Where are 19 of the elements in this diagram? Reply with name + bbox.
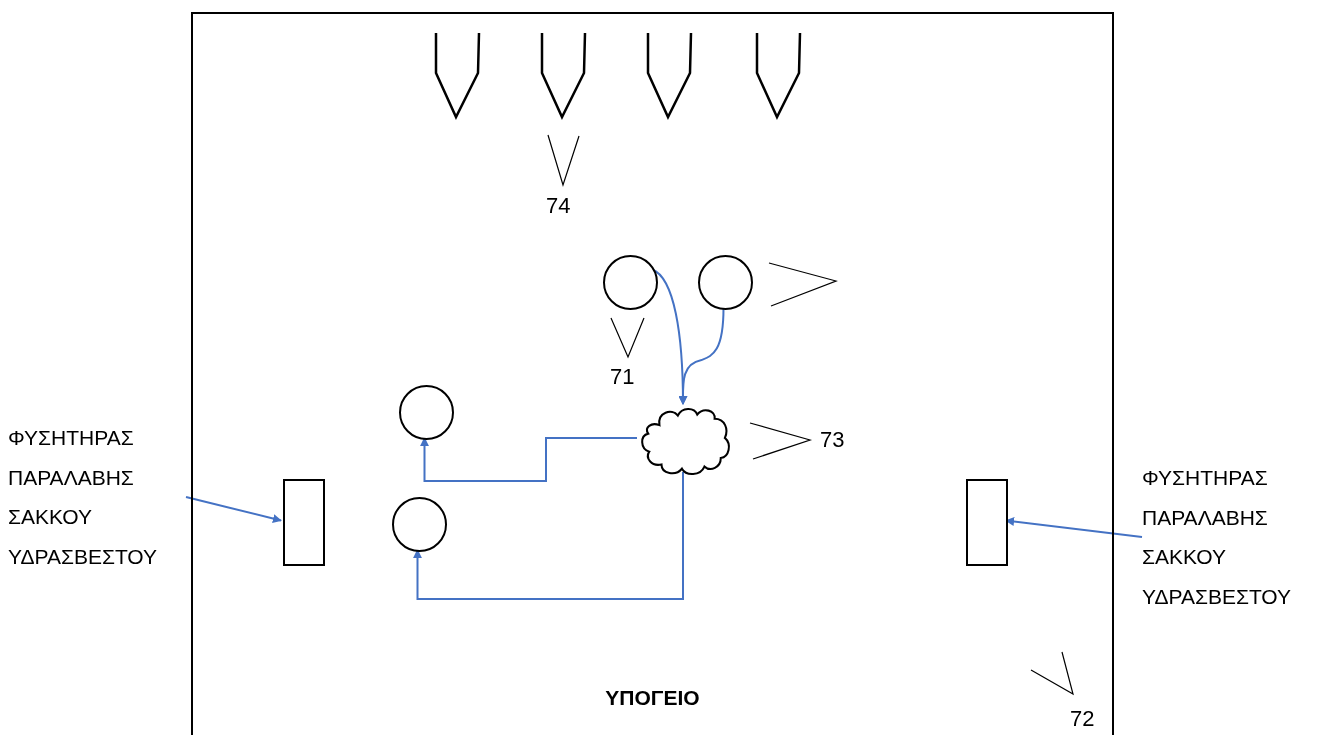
callout-number: 73 [820,429,845,451]
arrow [413,471,684,600]
arrow [420,437,638,482]
callout-number: 71 [610,366,635,388]
room-outline [191,12,1114,735]
circle-node [399,385,454,440]
circle-node [698,255,753,310]
rectangle-box [283,479,325,566]
annotation-text: ΦΥΣΗΤΗΡΑΣ ΠΑΡΑΛΑΒΗΣ ΣΑΚΚΟΥ ΥΔΡΑΣΒΕΣΤΟΥ [1142,465,1293,610]
circle-node [603,255,658,310]
callout-number: 74 [546,195,571,217]
annotation-text: ΦΥΣΗΤΗΡΑΣ ΠΑΡΑΛΑΒΗΣ ΣΑΚΚΟΥ ΥΔΡΑΣΒΕΣΤΟΥ [8,425,159,570]
arrow [185,496,282,523]
arrow [678,307,725,405]
circle-node [392,497,447,552]
rectangle-box [966,479,1008,566]
callout-number: 72 [1070,708,1095,730]
cloud-shape [639,406,731,474]
room-label: ΥΠΟΓΕΙΟ [605,686,700,710]
